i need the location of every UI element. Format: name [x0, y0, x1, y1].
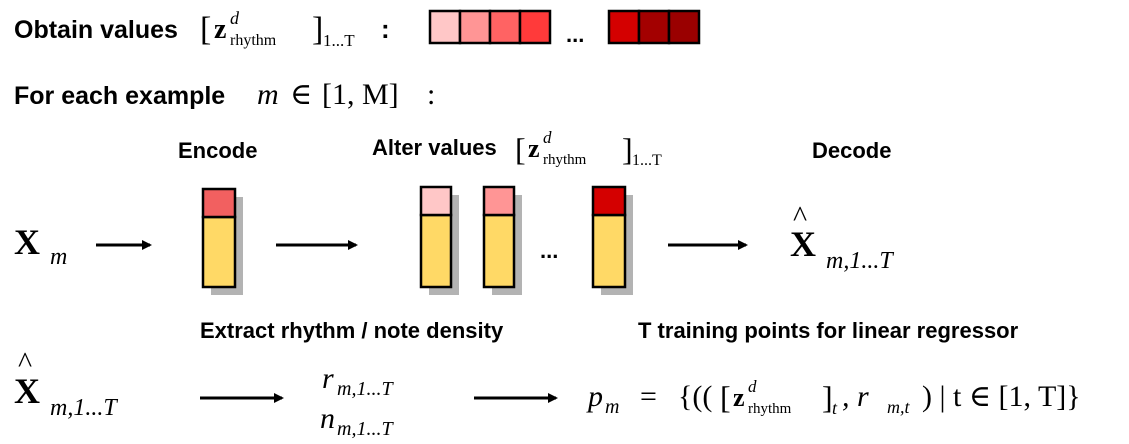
z-subscript: rhythm [230, 32, 277, 49]
decoded-hat: ^ [793, 200, 807, 233]
decode-label: Decode [812, 138, 891, 163]
equals-sign: = [640, 380, 657, 413]
bar-latent-cell [201, 187, 237, 219]
element-of-symbol: ∈ [290, 78, 312, 111]
bar-body [419, 213, 453, 289]
formula-z-symbol: z [733, 383, 745, 412]
bracket-open: [ [200, 11, 211, 48]
row4-x-hat: ^ X m,1...T [14, 346, 118, 421]
input-x-m: X m [14, 222, 67, 270]
z-superscript: d [230, 8, 240, 28]
extract-label: Extract rhythm / note density [200, 318, 504, 343]
obtain-colon: : [381, 14, 390, 44]
alter-values-label-group: Alter values [ z d rhythm ] 1...T [372, 128, 662, 169]
alter-values-label: Alter values [372, 135, 497, 160]
bar-latent-cell [419, 185, 453, 217]
formula-t-subscript: t [832, 398, 838, 418]
bracket-close: ] [312, 11, 323, 48]
row4-hat: ^ [18, 346, 32, 379]
extracted-r: r m,1...T [322, 362, 394, 400]
alter-z-superscript: d [543, 128, 552, 147]
latent-cell [488, 9, 522, 45]
r-symbol: r [322, 362, 334, 395]
z-symbol: z [214, 14, 226, 45]
bar-latent-cell [482, 185, 516, 217]
set-open: {(( [678, 380, 712, 413]
row4-x-symbol: X [14, 371, 40, 411]
latent-value-strip-dark [607, 9, 701, 45]
alter-z-subscript: rhythm [543, 152, 587, 168]
bar-body [482, 213, 516, 289]
n-symbol: n [320, 402, 335, 435]
encoded-latent-bar [201, 187, 243, 295]
obtain-z-expression: [ z d rhythm ] 1...T : [200, 8, 390, 50]
latent-cell [428, 9, 462, 45]
alter-bracket-open: [ [515, 131, 526, 167]
training-points-label: T training points for linear regressor [638, 318, 1019, 343]
bar-body [201, 215, 237, 289]
formula-r-subscript: m,t [887, 397, 910, 417]
formula-z-subscript: rhythm [748, 401, 792, 417]
x-symbol: X [14, 222, 40, 262]
bar-latent-cell [591, 185, 627, 217]
formula-bracket-close: ] [822, 379, 833, 415]
range-M: [1, M] [322, 78, 399, 111]
obtain-values-label: Obtain values [14, 16, 178, 44]
n-subscript: m,1...T [337, 418, 394, 440]
extracted-n: n m,1...T [320, 402, 394, 440]
latent-cell [637, 9, 671, 45]
p-symbol: p [586, 380, 603, 413]
alter-bracket-close: ] [622, 131, 633, 167]
formula-z-superscript: d [748, 377, 757, 396]
latent-value-strip [428, 9, 552, 45]
r-subscript: m,1...T [337, 378, 394, 400]
range-subscript: 1...T [323, 31, 355, 50]
formula-tail: ) | t ∈ [1, T]} [922, 380, 1081, 413]
encode-label: Encode [178, 138, 257, 163]
for-each-colon: : [427, 78, 435, 111]
alter-z-symbol: z [528, 134, 540, 163]
latent-cell [518, 9, 552, 45]
bar-body [591, 213, 627, 289]
latent-cell [458, 9, 492, 45]
x-subscript: m [50, 244, 67, 270]
latent-cell [667, 9, 701, 45]
strip-ellipsis: ... [566, 22, 584, 47]
decoded-x-subscript: m,1...T [826, 248, 894, 274]
formula-comma-r: , r [842, 380, 869, 413]
decoded-x-symbol: X [790, 224, 816, 264]
training-points-formula: p m = {(( [ z d rhythm ] t , r m,t ) | t… [586, 377, 1081, 418]
altered-latent-bars [419, 185, 633, 295]
for-each-label: For each example [14, 82, 225, 110]
latent-cell [607, 9, 641, 45]
for-each-expression: m ∈ [1, M] : [257, 78, 435, 111]
p-subscript: m [605, 396, 619, 418]
row4-x-subscript: m,1...T [50, 395, 118, 421]
m-symbol: m [257, 78, 279, 111]
alter-range-subscript: 1...T [632, 152, 662, 169]
decoded-x-hat: ^ X m,1...T [790, 200, 894, 274]
bars-ellipsis: ... [540, 238, 558, 263]
formula-bracket-open: [ [720, 379, 731, 415]
